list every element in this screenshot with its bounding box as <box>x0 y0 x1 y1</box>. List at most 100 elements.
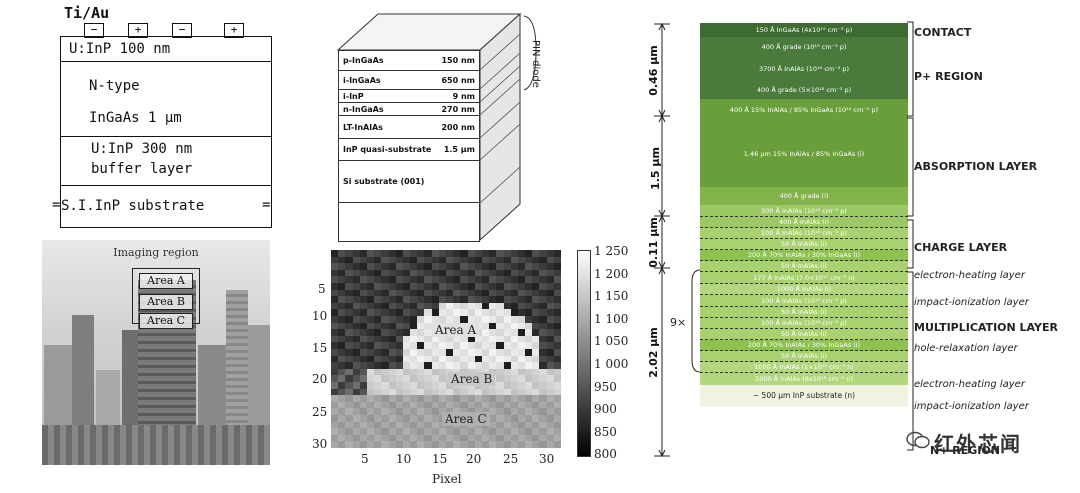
heatmap-cell <box>331 362 339 370</box>
heatmap-cell <box>381 388 390 396</box>
heatmap-cell <box>352 375 361 383</box>
heatmap-cell <box>553 401 561 409</box>
heatmap-cell <box>503 401 512 409</box>
heatmap-cell <box>489 283 497 291</box>
heatmap-cell <box>546 441 555 448</box>
heatmap-cell <box>395 421 404 429</box>
heatmap-cell <box>374 322 382 330</box>
heatmap-cell <box>532 408 541 416</box>
substrate-edge-mark: = <box>262 197 271 213</box>
heatmap-cell <box>359 269 368 277</box>
heatmap-cell <box>402 276 411 284</box>
heatmap-cell <box>503 408 512 416</box>
heatmap-cell <box>345 342 354 350</box>
heatmap-cell <box>510 263 519 271</box>
heatmap-cell <box>546 415 555 423</box>
heatmap-cell <box>553 263 561 271</box>
heatmap-cell <box>525 395 533 403</box>
heatmap-cell <box>525 335 533 343</box>
heatmap-cell <box>532 342 541 350</box>
heatmap-cell <box>496 349 505 357</box>
heatmap-cell <box>438 355 447 363</box>
heatmap-cell <box>474 263 483 271</box>
heatmap-cell <box>553 349 561 357</box>
heatmap-cell <box>453 408 461 416</box>
heatmap-cell <box>410 269 418 277</box>
heatmap-cell <box>424 421 433 429</box>
heatmap-cell <box>359 349 368 357</box>
heatmap-cell <box>345 256 354 264</box>
heatmap-cell <box>366 355 375 363</box>
heatmap-cell <box>460 408 469 416</box>
heatmap-cell <box>489 401 497 409</box>
heatmap-cell <box>431 349 440 357</box>
heatmap-y-tick: 20 <box>312 372 328 386</box>
heatmap-cell <box>424 263 433 271</box>
heatmap-cell <box>474 428 483 436</box>
heatmap-cell <box>438 362 447 370</box>
heatmap-cell <box>496 263 505 271</box>
heatmap-cell <box>460 316 469 324</box>
heatmap-cell <box>489 316 497 324</box>
heatmap-cell <box>446 289 454 297</box>
block-layer-name: LT-InAlAs <box>343 123 383 132</box>
heatmap-cell <box>410 408 418 416</box>
heatmap-cell <box>331 428 339 436</box>
heatmap-cell <box>460 388 469 396</box>
heatmap-cell <box>517 309 526 317</box>
heatmap-cell <box>553 388 561 396</box>
heatmap-cell <box>525 276 533 284</box>
heatmap-cell <box>395 368 404 376</box>
heatmap-cell <box>345 355 354 363</box>
epi-layer: 50 Å InAlAs (i) <box>700 261 908 272</box>
heatmap-cell <box>467 434 476 442</box>
heatmap-cell <box>446 335 454 343</box>
heatmap-cell <box>510 401 519 409</box>
layer-label: InGaAs 1 μm <box>89 110 182 126</box>
heatmap-cell <box>374 362 382 370</box>
heatmap-cell <box>453 250 461 258</box>
heatmap-cell <box>338 349 346 357</box>
heatmap-cell <box>460 276 469 284</box>
heatmap-cell <box>345 269 354 277</box>
heatmap-cell <box>338 296 346 304</box>
heatmap-cell <box>481 335 490 343</box>
heatmap-cell <box>503 342 512 350</box>
heatmap-cell <box>539 382 548 390</box>
heatmap-cell <box>446 355 454 363</box>
heatmap-cell <box>331 302 339 310</box>
heatmap-cell <box>410 256 418 264</box>
heatmap-cell <box>438 269 447 277</box>
heatmap-cell <box>546 388 555 396</box>
heatmap-cell <box>525 309 533 317</box>
heatmap-cell <box>438 302 447 310</box>
heatmap-cell <box>453 276 461 284</box>
heatmap-cell <box>388 342 397 350</box>
heatmap-cell <box>402 382 411 390</box>
block-layer-empty <box>339 203 479 241</box>
heatmap-cell <box>532 302 541 310</box>
heatmap-cell <box>374 388 382 396</box>
heatmap-cell <box>517 355 526 363</box>
heatmap-cell <box>453 263 461 271</box>
heatmap-cell <box>517 415 526 423</box>
heatmap-cell <box>331 395 339 403</box>
heatmap-cell <box>553 296 561 304</box>
tag-n-region: N+ REGION <box>930 444 1000 457</box>
heatmap-cell <box>345 276 354 284</box>
epi-layer: 1.46 μm 15% InAlAs / 85% InGaAs (i) <box>700 121 908 187</box>
heatmap-cell <box>546 375 555 383</box>
heatmap-cell <box>481 441 490 448</box>
heatmap-cell <box>539 309 548 317</box>
epi-layer: 1000 Å InAlAs (1×10¹⁸ cm⁻³ n) <box>700 362 908 373</box>
block-layer: Si substrate (001) <box>339 161 479 203</box>
heatmap-cell <box>402 395 411 403</box>
heatmap-x-tick: 30 <box>539 452 555 466</box>
heatmap-cell <box>352 388 361 396</box>
layer-label: N-type <box>89 78 140 94</box>
heatmap-cell <box>424 395 433 403</box>
block-front-face: p-InGaAs 150 nm i-InGaAs 650 nm i-InP 9 … <box>338 50 480 242</box>
heatmap-cell <box>381 276 390 284</box>
heatmap-cell <box>388 401 397 409</box>
heatmap-cell <box>467 256 476 264</box>
